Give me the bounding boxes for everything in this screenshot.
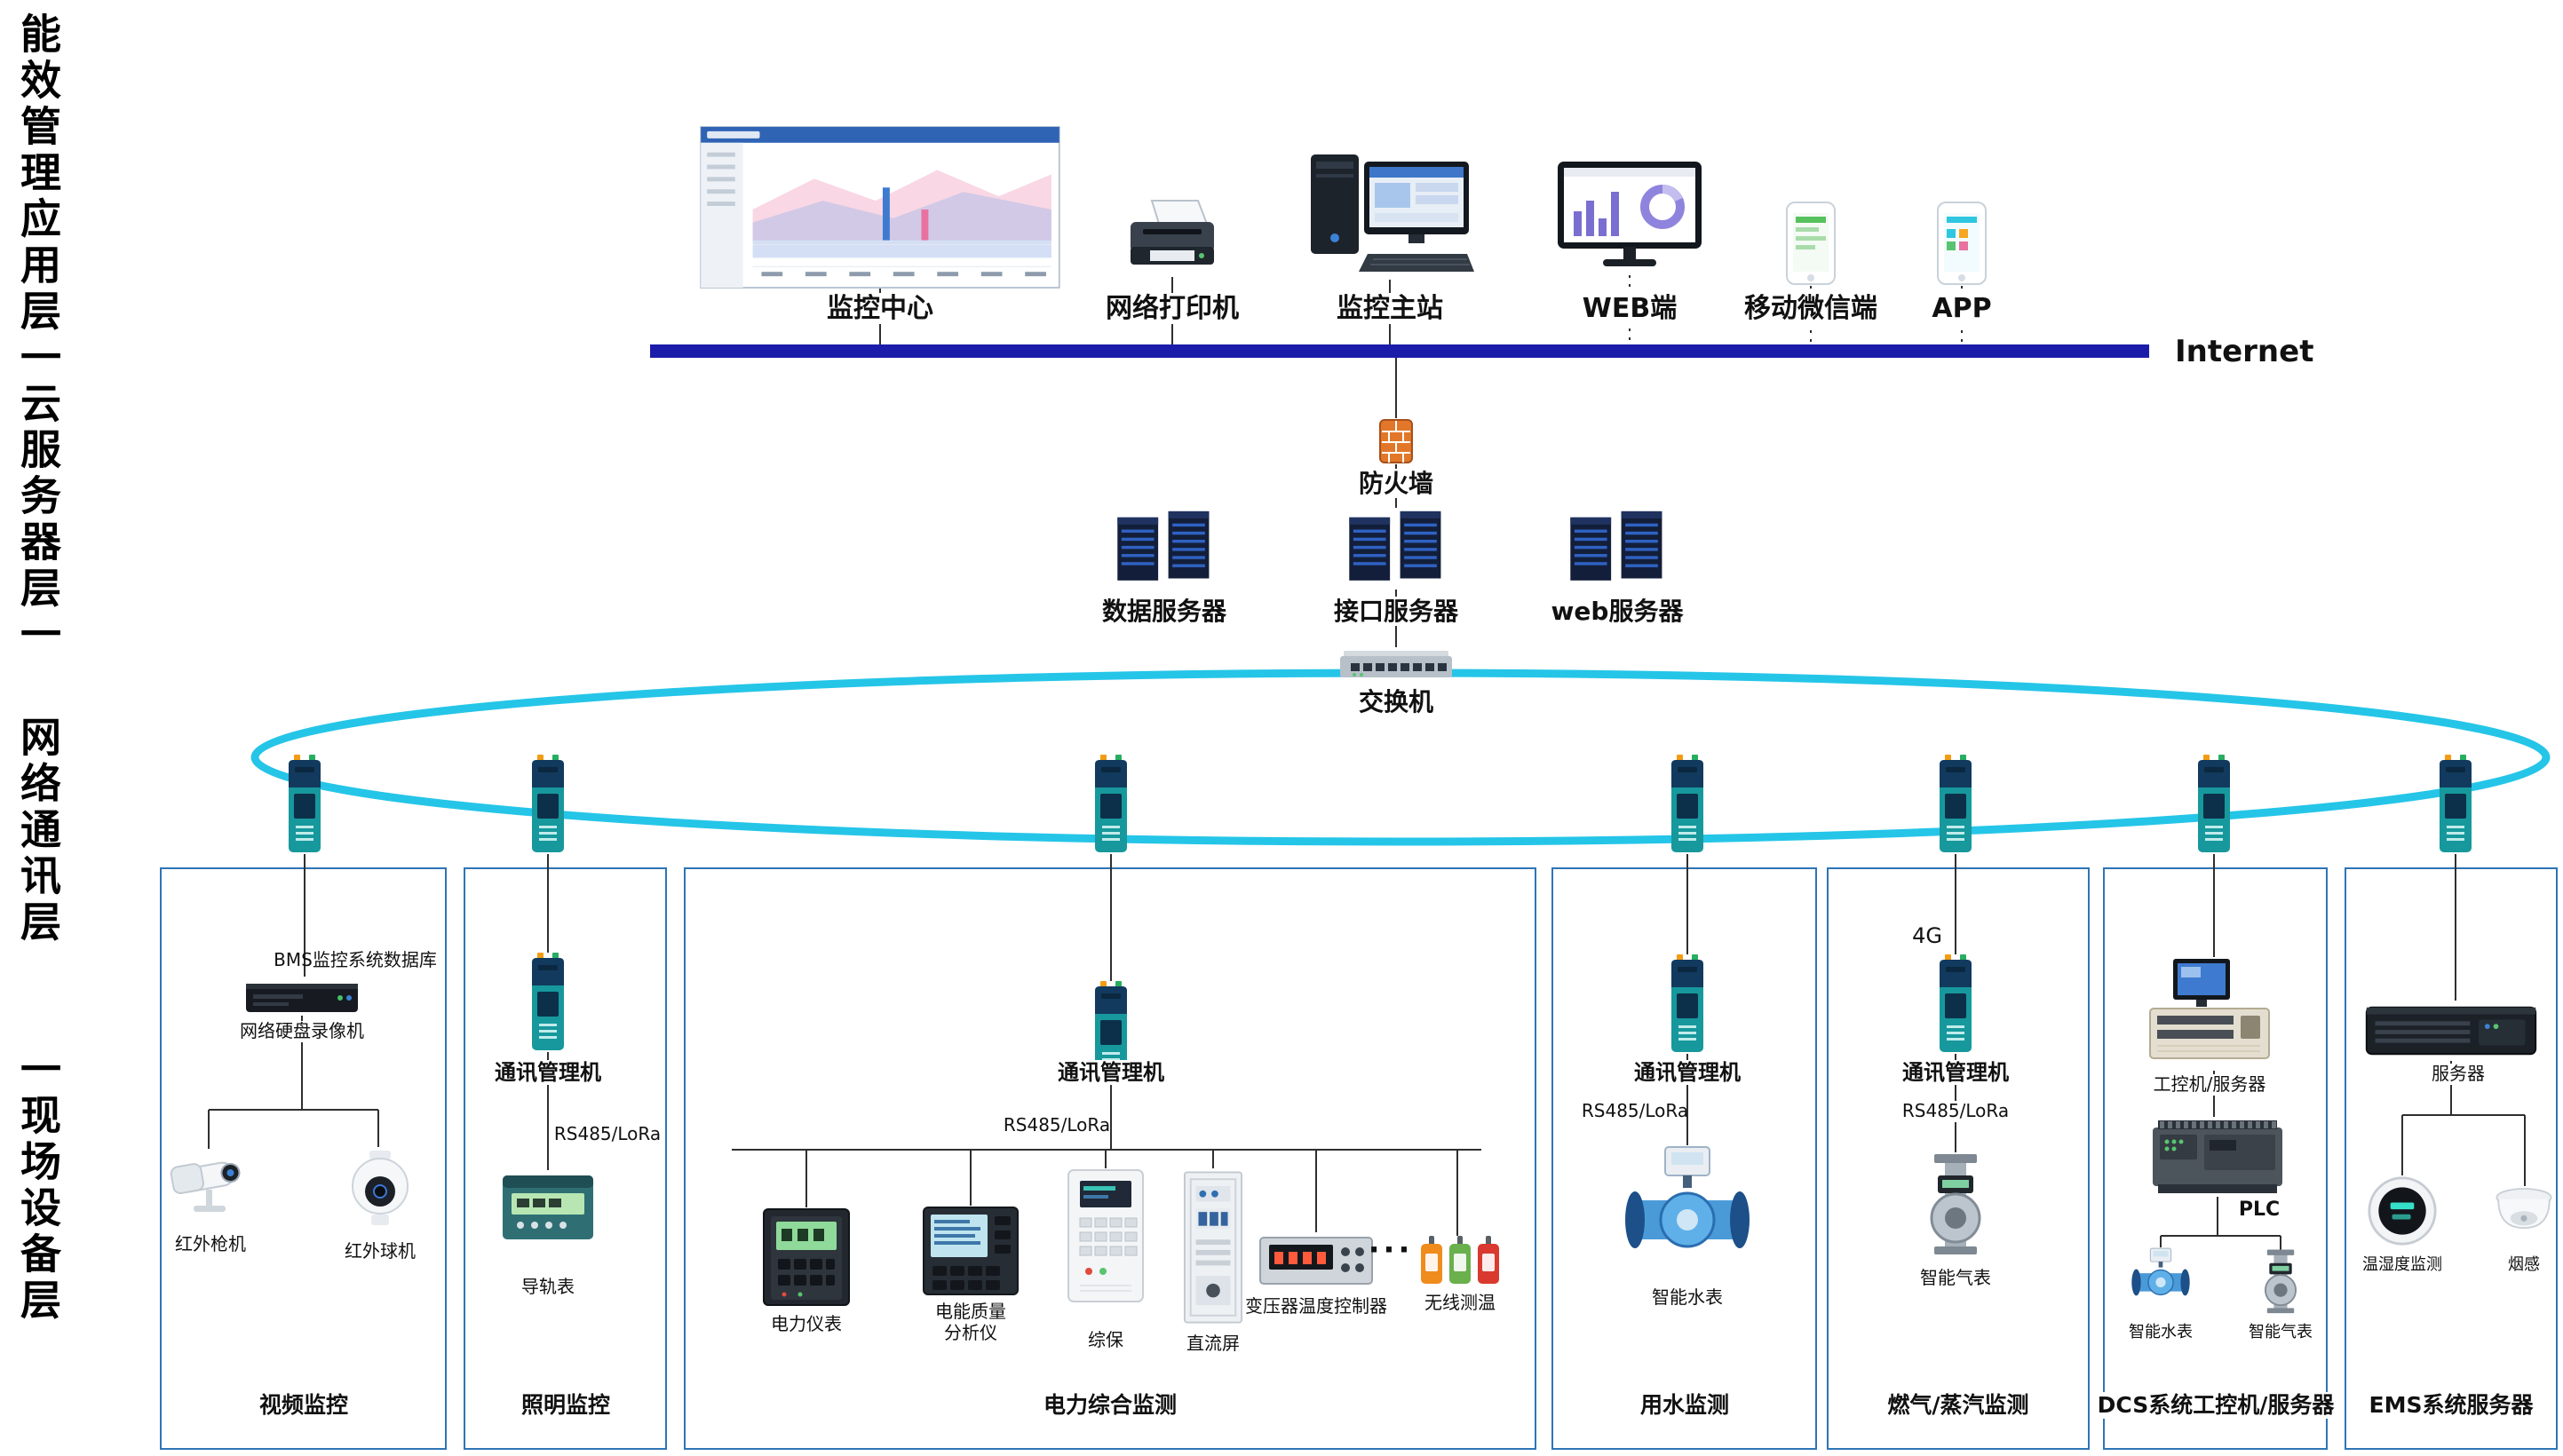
protection-relay-label: 综保 bbox=[1085, 1329, 1126, 1351]
rack-server-icon bbox=[2362, 1001, 2540, 1061]
wechat-phone-icon bbox=[1785, 201, 1837, 286]
monitoring-center-label: 监控中心 bbox=[824, 293, 936, 325]
zone-title-power: 电力综合监测 bbox=[1040, 1392, 1180, 1419]
ellipsis-dots: ··· bbox=[1368, 1232, 1414, 1268]
comm-gateway-icon bbox=[1669, 755, 1706, 854]
temp-humidity-sensor-icon bbox=[2367, 1175, 2438, 1246]
water-meter-icon bbox=[1621, 1145, 1754, 1262]
data-server-label: 数据服务器 bbox=[1099, 597, 1230, 627]
firewall-icon bbox=[1378, 418, 1414, 464]
monitoring-center-screenshot bbox=[698, 126, 1062, 289]
temp-controller-icon bbox=[1258, 1232, 1374, 1287]
bullet-camera-label: 红外枪机 bbox=[172, 1233, 249, 1255]
gateway-label: 通讯管理机 bbox=[1055, 1060, 1167, 1086]
analyzer-label: 电能质量分析仪 bbox=[924, 1301, 1017, 1344]
wireless-temp-sensor-icon bbox=[1475, 1236, 1502, 1286]
comm-gateway-icon bbox=[529, 953, 567, 1052]
wireless-temp-sensor-icon bbox=[1447, 1236, 1473, 1286]
gateway-label: 通讯管理机 bbox=[492, 1060, 604, 1086]
master-station-label: 监控主站 bbox=[1334, 293, 1446, 325]
din-rail-meter-icon bbox=[499, 1170, 597, 1243]
switch-icon bbox=[1338, 647, 1454, 683]
printer-label: 网络打印机 bbox=[1103, 293, 1242, 325]
zone-title-water: 用水监测 bbox=[1637, 1392, 1733, 1419]
comm-gateway-icon bbox=[1669, 954, 1706, 1054]
layer-label-field-devices: 一现场设备层 bbox=[14, 1048, 62, 1325]
bms-database-label: BMS监控系统数据库 bbox=[274, 949, 437, 970]
power-meter-icon bbox=[762, 1207, 851, 1307]
comm-gateway-icon bbox=[2437, 755, 2474, 854]
water-meter-icon bbox=[2130, 1247, 2192, 1302]
power-meter-label: 电力仪表 bbox=[768, 1313, 845, 1335]
plc-icon bbox=[2151, 1117, 2284, 1197]
bus-label: RS485/LoRa bbox=[1003, 1114, 1111, 1136]
zone-title-gas: 燃气/蒸汽监测 bbox=[1885, 1392, 2032, 1419]
firewall-label: 防火墙 bbox=[1355, 469, 1437, 499]
zone-ems-system bbox=[2345, 867, 2558, 1450]
dome-camera-label: 红外球机 bbox=[342, 1240, 418, 1262]
web-terminal-label: WEB端 bbox=[1579, 293, 1680, 325]
zone-title-ems: EMS系统服务器 bbox=[2366, 1392, 2536, 1419]
dc-panel-icon bbox=[1182, 1168, 1244, 1326]
zone-video-monitoring bbox=[160, 867, 447, 1450]
comm-gateway-icon bbox=[2195, 755, 2233, 854]
interface-server-label: 接口服务器 bbox=[1330, 597, 1462, 627]
smoke-detector-icon bbox=[2492, 1186, 2556, 1239]
bus-label: RS485/LoRa bbox=[553, 1123, 662, 1144]
4g-label: 4G bbox=[1912, 923, 1942, 948]
network-printer-icon bbox=[1123, 197, 1221, 279]
bus-label: RS485/LoRa bbox=[1581, 1100, 1689, 1121]
nvr-label: 网络硬盘录像机 bbox=[237, 1020, 367, 1042]
web-server-icon bbox=[1568, 504, 1666, 590]
industrial-pc-label: 工控机/服务器 bbox=[2150, 1073, 2269, 1096]
industrial-pc-icon bbox=[2143, 957, 2276, 1071]
nvr-icon bbox=[244, 978, 360, 1016]
dome-camera-icon bbox=[345, 1149, 416, 1230]
gateway-label: 通讯管理机 bbox=[1631, 1060, 1743, 1086]
bus-label: RS485/LoRa bbox=[1899, 1100, 2012, 1122]
comm-gateway-icon bbox=[1937, 954, 1974, 1054]
app-label: APP bbox=[1929, 293, 1995, 325]
zone-title-video: 视频监控 bbox=[256, 1392, 352, 1419]
web-terminal-icon bbox=[1554, 158, 1705, 278]
gas-meter-label: 智能气表 bbox=[1917, 1267, 1994, 1289]
protection-relay-icon bbox=[1066, 1168, 1146, 1303]
internet-bar bbox=[650, 344, 2149, 358]
bullet-camera-icon bbox=[169, 1151, 253, 1217]
comm-gateway-icon bbox=[1092, 755, 1130, 854]
wechat-label: 移动微信端 bbox=[1742, 293, 1880, 325]
ems-server-label: 服务器 bbox=[2429, 1063, 2488, 1085]
power-quality-analyzer-icon bbox=[922, 1206, 1020, 1296]
water-meter-label: 智能水表 bbox=[1649, 1286, 1726, 1309]
small-gas-meter-label: 智能气表 bbox=[2246, 1323, 2315, 1342]
wireless-temp-sensor-icon bbox=[1418, 1236, 1445, 1286]
gas-meter-icon bbox=[1902, 1152, 2009, 1255]
dc-panel-label: 直流屏 bbox=[1184, 1333, 1242, 1355]
comm-gateway-icon bbox=[286, 755, 323, 854]
wireless-temp-label: 无线测温 bbox=[1422, 1292, 1498, 1314]
layer-label-app-cloud: 能效管理应用层一云服务器层一 bbox=[14, 12, 62, 659]
switch-label: 交换机 bbox=[1355, 687, 1437, 717]
app-phone-icon bbox=[1936, 201, 1988, 286]
gas-meter-icon bbox=[2247, 1248, 2314, 1314]
layer-label-network: 网络通讯层 bbox=[14, 716, 62, 946]
comm-gateway-icon bbox=[529, 755, 567, 854]
comm-gateway-icon bbox=[1937, 755, 1974, 854]
plc-label: PLC bbox=[2235, 1199, 2283, 1222]
master-station-icon bbox=[1305, 149, 1474, 282]
zone-title-lighting: 照明监控 bbox=[518, 1392, 614, 1419]
din-meter-label: 导轨表 bbox=[519, 1276, 577, 1298]
data-server-icon bbox=[1115, 504, 1213, 590]
smoke-detector-label: 烟感 bbox=[2505, 1255, 2543, 1275]
gateway-label: 通讯管理机 bbox=[1900, 1060, 2012, 1086]
internet-label: Internet bbox=[2172, 334, 2317, 370]
zone-title-dcs: DCS系统工控机/服务器 bbox=[2094, 1392, 2337, 1419]
zone-lighting-monitoring bbox=[464, 867, 667, 1450]
small-water-meter-label: 智能水表 bbox=[2126, 1323, 2195, 1342]
web-server-label: web服务器 bbox=[1548, 597, 1686, 627]
temp-controller-label: 变压器温度控制器 bbox=[1242, 1295, 1390, 1318]
temp-humidity-label: 温湿度监测 bbox=[2360, 1255, 2445, 1275]
interface-server-icon bbox=[1347, 504, 1445, 590]
